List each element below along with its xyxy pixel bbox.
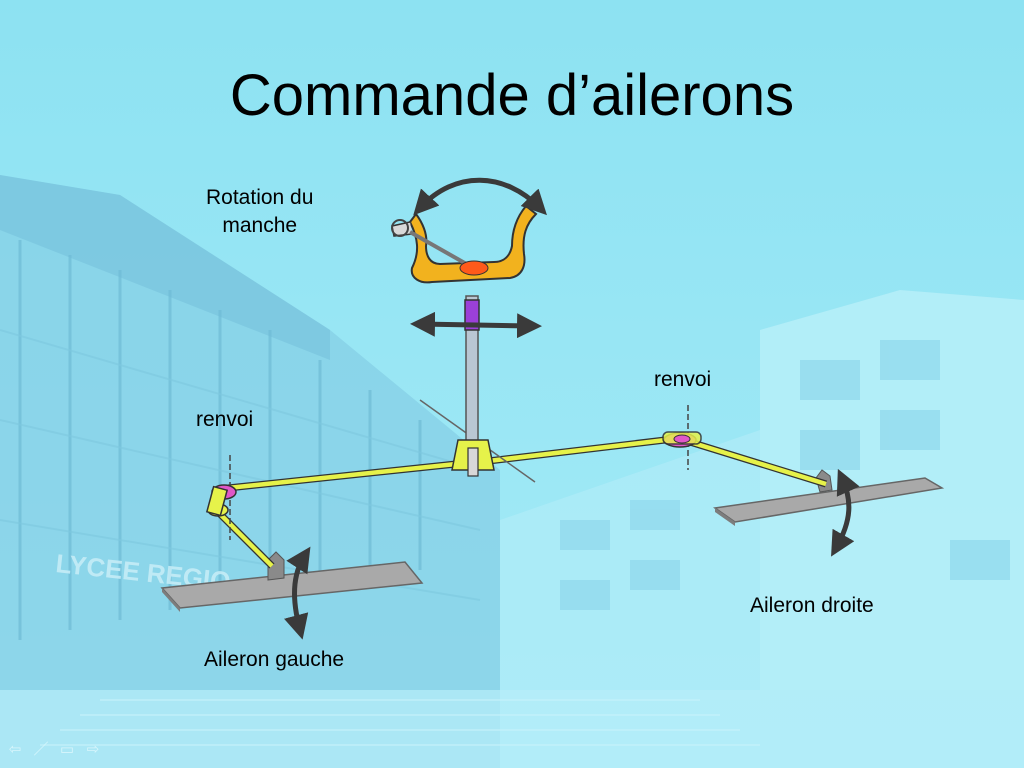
right-relay-bellcrank <box>662 431 702 448</box>
label-stick-rotation: Rotation du manche <box>206 186 314 237</box>
label-relay-right: renvoi <box>654 368 712 391</box>
right-aileron <box>713 469 945 526</box>
left-aileron-link <box>215 455 275 569</box>
right-aileron-link <box>687 405 828 488</box>
menu-icon[interactable]: ▭ <box>59 740 75 758</box>
label-aileron-left: Aileron gauche <box>204 648 345 671</box>
left-relay-bellcrank <box>205 484 237 517</box>
right-aileron-arrow <box>831 468 860 557</box>
left-aileron <box>160 551 424 612</box>
yoke-rotation-arrow <box>413 177 547 216</box>
column-lateral-arrow <box>410 311 542 339</box>
label-aileron-right: Aileron droite <box>750 594 874 617</box>
transverse-rod <box>227 434 683 492</box>
left-aileron-arrow <box>284 546 311 640</box>
slide-title: Commande d’ailerons <box>229 63 795 128</box>
slide-navigation: ⇦ ／ ▭ ⇨ <box>6 740 102 758</box>
arrow-left-icon[interactable]: ⇦ <box>8 740 22 758</box>
control-yoke <box>391 204 538 284</box>
label-relay-left: renvoi <box>196 408 254 431</box>
arrow-right-icon[interactable]: ⇨ <box>86 740 100 758</box>
pen-icon[interactable]: ／ <box>33 740 49 758</box>
